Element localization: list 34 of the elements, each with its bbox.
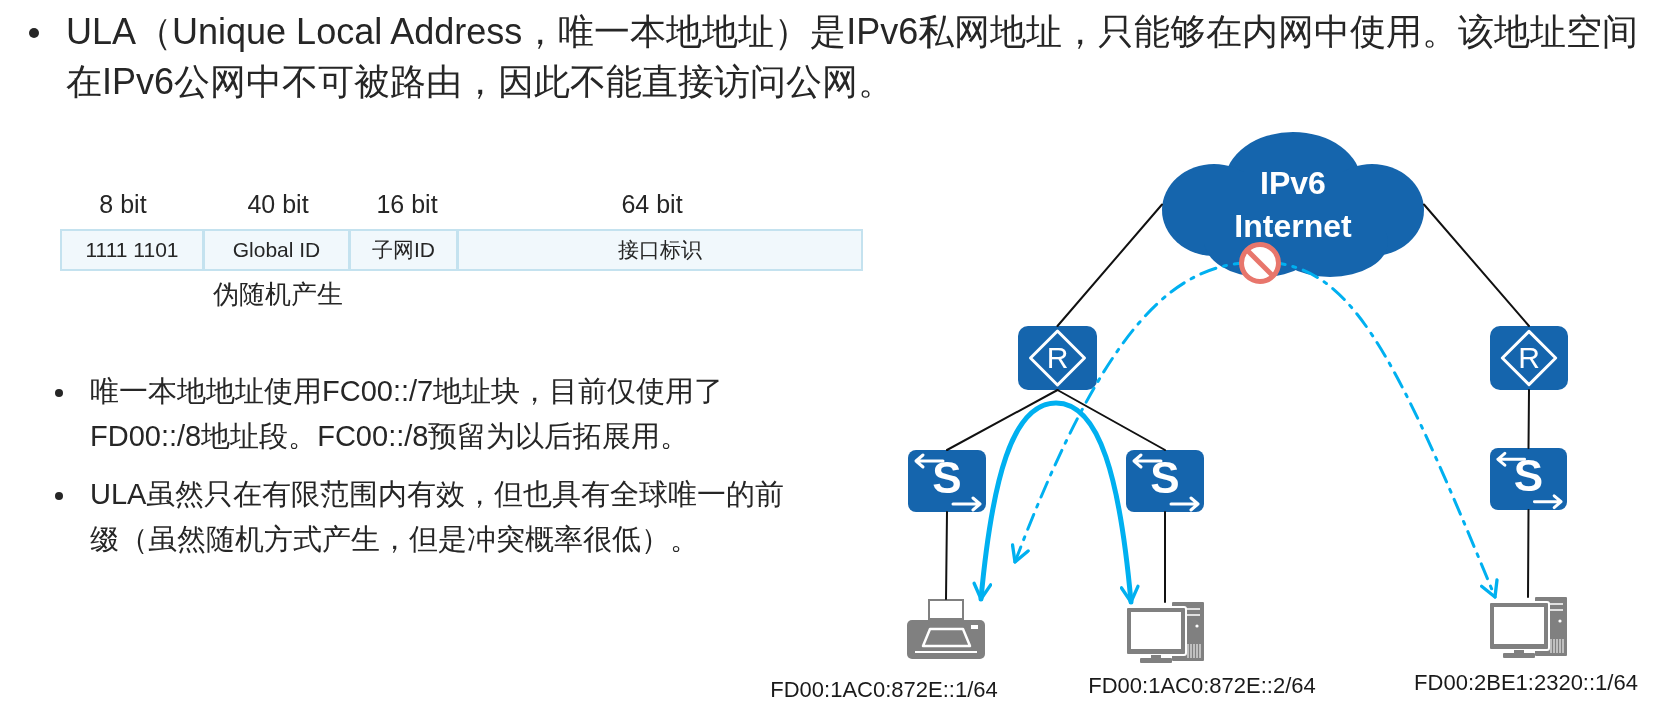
switch-symbol: S (1490, 448, 1567, 510)
address-label: FD00:1AC0:872E::1/64 (770, 677, 998, 703)
curved-arrow (972, 400, 1140, 605)
table-cell: Global ID (203, 229, 350, 271)
switch-symbol: S (908, 450, 986, 512)
connection-line (1056, 203, 1163, 327)
dashed-arrow (1011, 260, 1499, 599)
bit-length-label: 64 bit (621, 189, 683, 219)
connection-line (1527, 389, 1530, 449)
bullet-text: ULA（Unique Local Address，唯一本地地址）是IPv6私网地址，只能够在内网中使用。该地址空间在IPv6公网中不可被路由，因此不能直接访问公网。 (66, 10, 1640, 104)
connection-line (1423, 203, 1530, 327)
bit-length-label: 16 bit (376, 189, 438, 219)
connection-line (1164, 511, 1166, 603)
table-cell: 接口标识 (457, 229, 863, 271)
router-symbol: R (1018, 326, 1097, 390)
table-cell: 子网ID (349, 229, 458, 271)
bullet-text: 唯一本地地址使用FC00::/7地址块，目前仅使用了FD00::/8地址段。FC00::/8预留为以后拓展用。 (90, 374, 725, 454)
table-cell: 1111 1101 (60, 229, 204, 271)
printer-icon (907, 599, 985, 659)
connection-line (946, 389, 1059, 451)
note-text: 伪随机产生 (213, 278, 343, 311)
connection-line (945, 511, 948, 600)
switch-symbol: S (1126, 450, 1204, 512)
connection-line (1527, 509, 1530, 598)
connection-line (1056, 389, 1166, 451)
bit-length-label: 40 bit (247, 189, 309, 219)
computer-icon (1126, 602, 1204, 663)
bit-length-label: 8 bit (99, 189, 147, 219)
cloud: IPv6 Internet (1162, 132, 1424, 277)
address-label: FD00:2BE1:2320::1/64 (1414, 670, 1638, 696)
computer-icon (1489, 597, 1567, 658)
router-symbol: R (1490, 326, 1568, 390)
address-label: FD00:1AC0:872E::2/64 (1088, 673, 1316, 699)
bullet-text: ULA虽然只在有限范围内有效，但也具有全球唯一的前缀（虽然随机方式产生，但是冲突概率很低）。 (90, 477, 786, 557)
